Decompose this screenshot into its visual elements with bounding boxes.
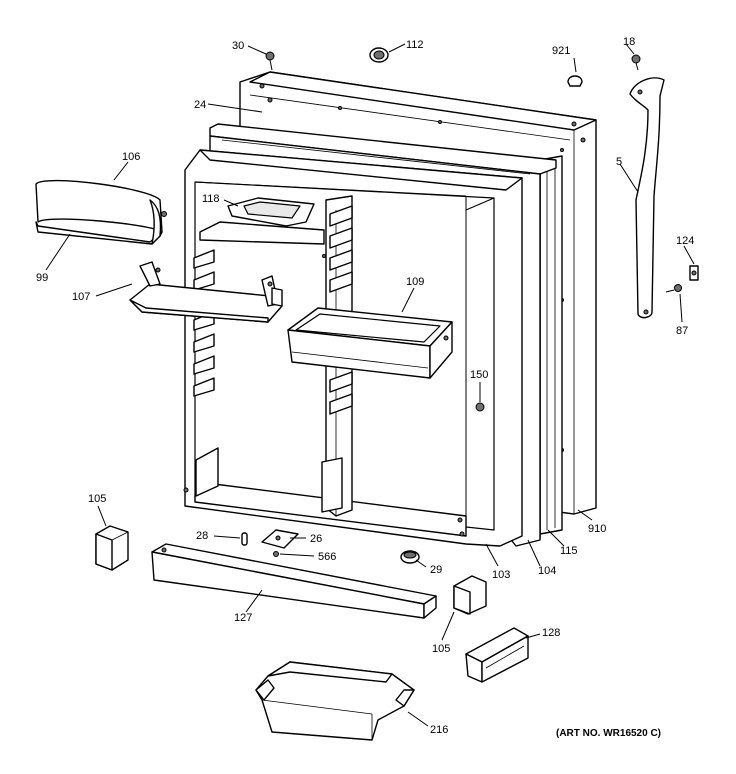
callout-103: 103 xyxy=(492,569,510,581)
callout-921: 921 xyxy=(552,45,570,57)
callout-87: 87 xyxy=(676,325,688,337)
callout-910: 910 xyxy=(588,523,606,535)
callout-115: 115 xyxy=(560,545,578,557)
callout-99: 99 xyxy=(36,272,48,284)
callout-28: 28 xyxy=(196,530,208,542)
leader-lines xyxy=(45,43,695,727)
callout-105-left: 105 xyxy=(88,493,106,505)
callout-109: 109 xyxy=(406,276,424,288)
callout-118: 118 xyxy=(202,193,220,205)
door-rack-128 xyxy=(465,627,529,683)
callout-107: 107 xyxy=(72,291,90,303)
callout-5: 5 xyxy=(616,156,622,168)
door-handle xyxy=(629,77,665,319)
screw-87 xyxy=(665,284,682,293)
callout-106: 106 xyxy=(122,151,140,163)
callout-216: 216 xyxy=(430,724,448,736)
door-shelf xyxy=(129,261,283,323)
callout-124: 124 xyxy=(676,235,694,247)
callout-29: 29 xyxy=(430,564,442,576)
spring-28 xyxy=(241,532,248,546)
callout-150: 150 xyxy=(470,369,488,381)
callout-112: 112 xyxy=(406,39,424,51)
bushing-29 xyxy=(400,550,420,564)
left-shelf-ribs xyxy=(193,249,215,397)
screw-30 xyxy=(265,51,275,71)
clip-124 xyxy=(689,265,699,281)
plug-112 xyxy=(369,47,389,63)
callout-30: 30 xyxy=(232,40,244,52)
callout-labels: 30 112 921 18 24 106 118 5 99 107 109 12… xyxy=(36,36,694,736)
bottom-trim-127 xyxy=(151,543,437,619)
callout-26: 26 xyxy=(310,533,322,545)
callout-105-right: 105 xyxy=(432,643,450,655)
screw-566 xyxy=(273,551,279,557)
hinge-plate-26 xyxy=(261,529,299,549)
callout-127: 127 xyxy=(234,612,252,624)
callout-18: 18 xyxy=(623,36,635,48)
plug-150 xyxy=(475,402,485,412)
door-bin xyxy=(287,307,453,379)
callout-566: 566 xyxy=(318,551,336,563)
cam-105-left xyxy=(95,525,129,571)
cap-921 xyxy=(567,75,583,87)
callout-104: 104 xyxy=(538,565,556,577)
cam-105-right xyxy=(453,575,487,615)
butter-dish xyxy=(227,197,315,227)
callout-128: 128 xyxy=(542,627,560,639)
screw-18 xyxy=(631,54,641,71)
center-shelf-ribs xyxy=(329,205,353,415)
dairy-compartment-cover xyxy=(35,179,167,245)
egg-bin-216 xyxy=(255,661,415,741)
callout-24: 24 xyxy=(194,99,206,111)
art-number: (ART NO. WR16520 C) xyxy=(556,728,661,739)
